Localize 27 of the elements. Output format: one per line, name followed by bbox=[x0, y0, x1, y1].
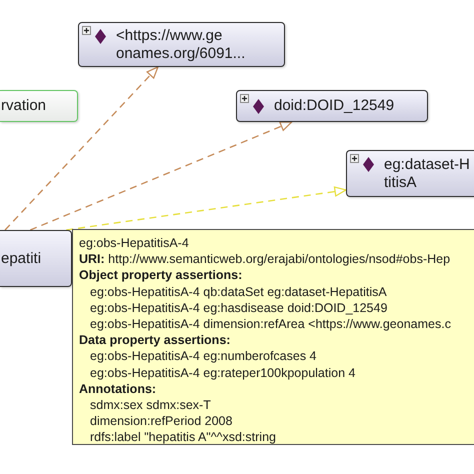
uri-text: URI: http://www.semanticweb.org/erajabi/ontologies/nsod#obs-Hep bbox=[79, 251, 450, 268]
node-label: epatiti bbox=[1, 250, 42, 268]
individual-node bbox=[346, 150, 474, 197]
node-label: <https://www.ge onames.org/6091... bbox=[116, 26, 246, 62]
assertion-text: eg:obs-HepatitisA-4 qb:dataSet eg:dataset-HepatitisA bbox=[90, 284, 387, 300]
assertion-text: dimension:refPeriod 2008 bbox=[90, 413, 232, 430]
node-label: doid:DOID_12549 bbox=[274, 97, 394, 115]
tooltip-title: eg:obs-HepatitisA-4 bbox=[79, 235, 189, 252]
assertion-text: eg:obs-HepatitisA-4 eg:rateper100kpopulation 4 bbox=[90, 364, 356, 381]
section-heading: Object property assertions: bbox=[79, 267, 242, 284]
dashed-arrow bbox=[66, 186, 347, 231]
class-node bbox=[0, 90, 78, 122]
individual-node bbox=[236, 90, 428, 122]
dashed-arrow bbox=[4, 66, 158, 230]
node-label: eg:dataset-H titisA bbox=[384, 156, 471, 192]
assertion-text: rdfs:label "hepatitis A"^^xsd:string bbox=[90, 429, 276, 446]
section-heading: Annotations: bbox=[79, 380, 156, 398]
assertion-text: sdmx:sex sdmx:sex-T bbox=[90, 397, 211, 414]
assertion-text: eg:obs-HepatitisA-4 dimension:refArea <https://www.geonames.c bbox=[90, 316, 451, 332]
node-label: rvation bbox=[1, 97, 46, 115]
dashed-arrow bbox=[30, 121, 292, 231]
assertion-text: eg:obs-HepatitisA-4 eg:hasdisease doid:DOID_12549 bbox=[90, 300, 388, 316]
section-heading: Data property assertions: bbox=[79, 332, 230, 348]
individual-node bbox=[78, 22, 285, 67]
tooltip-panel bbox=[72, 229, 474, 445]
individual-node bbox=[0, 230, 72, 287]
assertion-text: eg:obs-HepatitisA-4 eg:numberofcases 4 bbox=[90, 348, 317, 365]
